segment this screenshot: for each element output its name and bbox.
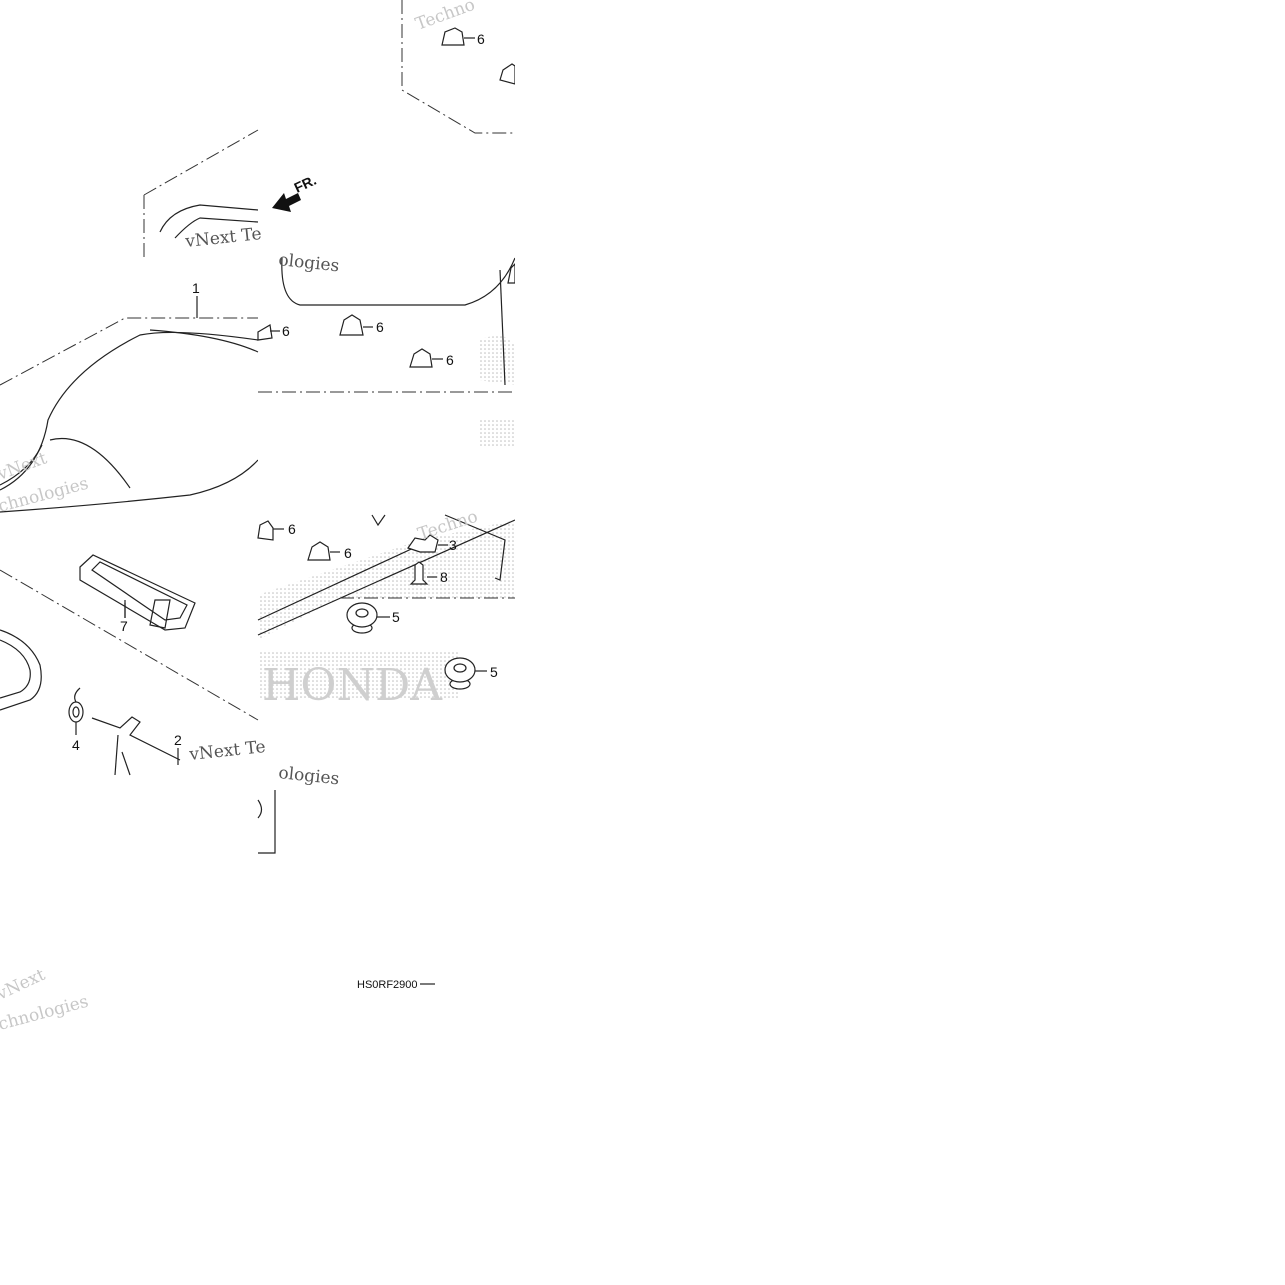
honda-watermark-bottom: HONDA bbox=[258, 520, 515, 711]
callout-1: 1 bbox=[192, 280, 200, 296]
tile-mask-mid bbox=[258, 400, 478, 512]
cushion-1 bbox=[441, 27, 475, 46]
cushion-4 bbox=[339, 314, 373, 336]
callout-6b: 6 bbox=[282, 323, 290, 339]
honda-watermark-top bbox=[478, 336, 515, 446]
seat-strap bbox=[79, 554, 196, 631]
seat-assembly bbox=[0, 317, 259, 513]
watermark-text-top: Techno bbox=[413, 0, 478, 35]
callout-5b: 5 bbox=[490, 664, 498, 680]
rubber-cushions bbox=[257, 27, 516, 561]
front-direction-arrow: FR. bbox=[272, 172, 319, 212]
tile-mask-top-left bbox=[0, 0, 258, 128]
cushion-5 bbox=[409, 348, 443, 368]
cushion-6 bbox=[257, 520, 284, 541]
callout-6e: 6 bbox=[288, 521, 296, 537]
callout-7: 7 bbox=[120, 618, 128, 634]
bracket-part bbox=[407, 534, 439, 553]
brand-watermark-text: HONDA bbox=[262, 660, 443, 711]
cushion-8 bbox=[507, 262, 516, 284]
collar-part bbox=[68, 687, 84, 723]
cushion-2 bbox=[499, 63, 516, 85]
leader-lines bbox=[75, 296, 198, 765]
watermark-text-mid-b: ologies bbox=[277, 250, 340, 276]
watermark-text-bottom-a: vNext bbox=[0, 965, 48, 1005]
seat-top-view bbox=[143, 129, 516, 393]
grommet-1 bbox=[346, 602, 390, 634]
callout-2: 2 bbox=[174, 732, 182, 748]
grommet-2 bbox=[444, 657, 487, 690]
callout-6d: 6 bbox=[446, 352, 454, 368]
watermark-text-left-a: vNext bbox=[0, 448, 50, 485]
cushion-7 bbox=[307, 541, 340, 561]
callout-3: 3 bbox=[449, 537, 457, 553]
seat-base-lower-left bbox=[0, 569, 276, 854]
callout-8: 8 bbox=[440, 569, 448, 585]
cushion-3 bbox=[257, 324, 280, 341]
callout-6f: 6 bbox=[344, 545, 352, 561]
callout-6c: 6 bbox=[376, 319, 384, 335]
bolt-part bbox=[409, 561, 429, 585]
watermark-text-lower-b: ologies bbox=[277, 763, 340, 789]
watermark-text-mid-a: vNext Te bbox=[183, 224, 262, 252]
callout-5a: 5 bbox=[392, 609, 400, 625]
tile-mask-lower bbox=[0, 860, 515, 970]
tile-mask-right bbox=[515, 0, 1285, 1285]
callout-4: 4 bbox=[72, 737, 80, 753]
watermark-text-lower-a: vNext Te bbox=[187, 737, 266, 765]
drawing-code: HS0RF2900 bbox=[357, 979, 418, 991]
seat-lock-bracket-area bbox=[257, 514, 516, 690]
upper-right-seat-panel bbox=[401, 0, 515, 134]
front-direction-label: FR. bbox=[292, 172, 319, 196]
callout-6a: 6 bbox=[477, 31, 485, 47]
